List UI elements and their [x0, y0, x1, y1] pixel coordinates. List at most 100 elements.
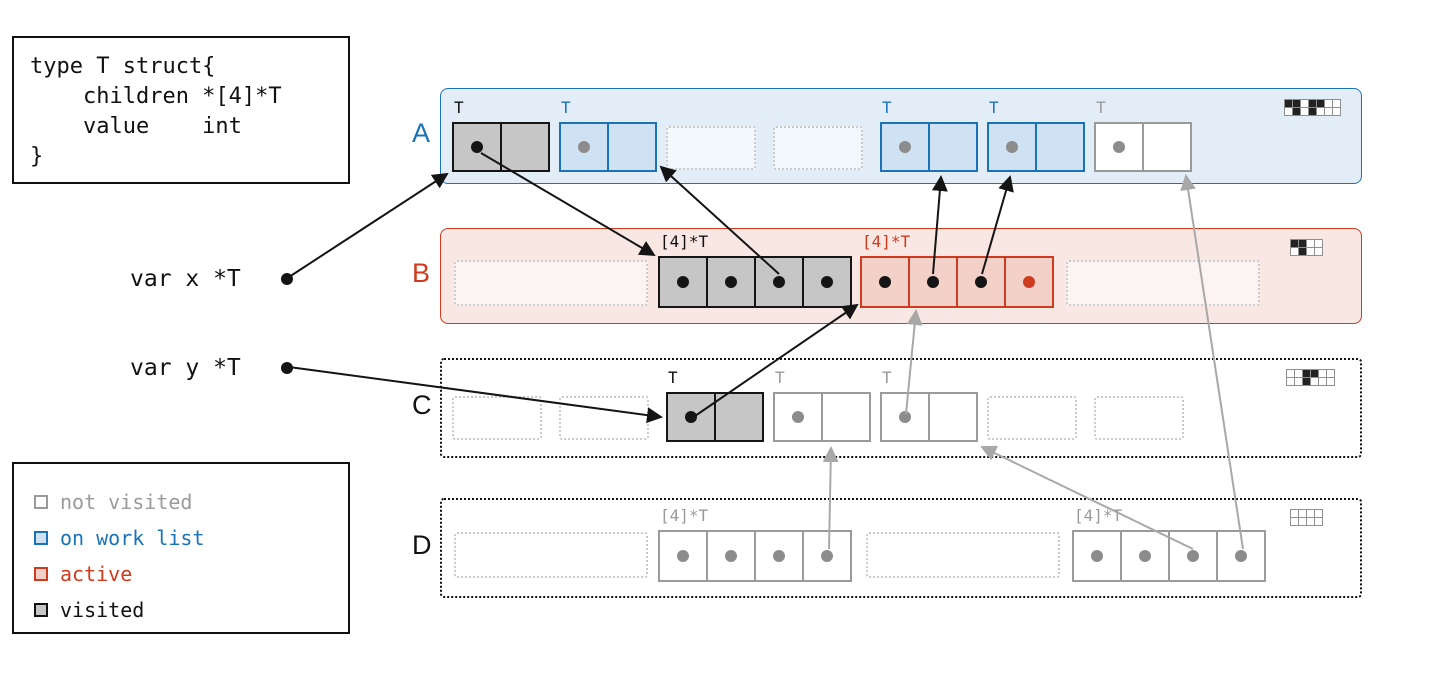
legend-item-active: active: [34, 556, 348, 592]
cell-type-label: [4]*T: [660, 506, 709, 525]
variable-label-var-y: var y *T: [130, 355, 241, 381]
cell-word: [1035, 122, 1085, 172]
pointer-dot: [773, 550, 785, 562]
code-line-2: value int: [30, 114, 242, 139]
cell-word: [821, 392, 871, 442]
bitmap-bit: [1326, 377, 1335, 386]
cell-type-label: T: [668, 368, 678, 387]
pointer-dot: [677, 550, 689, 562]
cell-type-label: T: [454, 98, 464, 117]
pointer-dot: [1235, 550, 1247, 562]
code-line-0: type T struct{: [30, 54, 216, 79]
type-definition-box: type T struct{ children *[4]*T value int…: [12, 36, 350, 184]
cell-word: [802, 256, 852, 308]
cell-type-label: [4]*T: [862, 232, 911, 251]
heap-cell-A-4: [880, 122, 978, 172]
pointer-dot: [725, 276, 737, 288]
cell-word: [754, 530, 804, 582]
empty-slot: [452, 396, 542, 440]
pointer-dot: [899, 411, 911, 423]
cell-word: [559, 122, 609, 172]
cell-word: [500, 122, 550, 172]
legend-label-visited: visited: [60, 598, 145, 622]
heap-bitmap-icon-B: [1290, 239, 1323, 256]
heap-cell-B-2: [860, 256, 1054, 308]
cell-word: [1094, 122, 1144, 172]
heap-cell-A-0: [452, 122, 550, 172]
pointer-dot: [1006, 141, 1018, 153]
heap-cell-D-1: [658, 530, 852, 582]
legend-item-visited: visited: [34, 592, 348, 628]
cell-word: [714, 392, 764, 442]
legend-swatch-visited: [34, 603, 48, 617]
pointer-dot: [821, 550, 833, 562]
cell-word: [1004, 256, 1054, 308]
heap-row-label-B: B: [412, 258, 431, 288]
pointer-dot: [773, 276, 785, 288]
cell-word: [987, 122, 1037, 172]
pointer-dot: [1023, 276, 1035, 288]
cell-type-label: T: [775, 368, 785, 387]
heap-cell-D-3: [1072, 530, 1266, 582]
legend-swatch-active: [34, 567, 48, 581]
cell-word: [1216, 530, 1266, 582]
cell-word: [452, 122, 502, 172]
pointer-dot: [899, 141, 911, 153]
heap-row-label-C: C: [412, 390, 432, 420]
cell-type-label: T: [989, 98, 999, 117]
empty-slot: [1066, 260, 1260, 306]
bitmap-bit: [1314, 247, 1323, 256]
empty-slot: [1094, 396, 1184, 440]
cell-word: [1168, 530, 1218, 582]
heap-cell-C-4: [880, 392, 978, 442]
legend-label-not-visited: not visited: [60, 490, 193, 514]
heap-row-label-D: D: [412, 530, 432, 560]
pointer-dot: [821, 276, 833, 288]
legend-item-on-work-list: on work list: [34, 520, 348, 556]
legend-label-on-work-list: on work list: [60, 526, 205, 550]
empty-slot: [987, 396, 1077, 440]
cell-word: [908, 256, 958, 308]
bitmap-row: [1286, 377, 1335, 386]
cell-type-label: [4]*T: [1074, 506, 1123, 525]
cell-word: [754, 256, 804, 308]
empty-slot: [866, 532, 1060, 578]
cell-word: [880, 392, 930, 442]
empty-slot: [454, 532, 648, 578]
heap-bitmap-icon-D: [1290, 509, 1323, 526]
cell-word: [773, 392, 823, 442]
legend-swatch-on-work-list: [34, 531, 48, 545]
pointer-dot: [685, 411, 697, 423]
heap-bitmap-icon-A: [1284, 99, 1341, 116]
heap-cell-C-2: [666, 392, 764, 442]
cell-word: [802, 530, 852, 582]
pointer-dot: [677, 276, 689, 288]
empty-slot: [454, 260, 648, 306]
bitmap-bit: [1314, 517, 1323, 526]
pointer-dot: [725, 550, 737, 562]
cell-word: [607, 122, 657, 172]
heap-cell-A-1: [559, 122, 657, 172]
variable-dot-var-x: [281, 273, 293, 285]
pointer-dot: [792, 411, 804, 423]
pointer-dot: [879, 276, 891, 288]
pointer-dot: [1187, 550, 1199, 562]
legend-item-not-visited: not visited: [34, 484, 348, 520]
heap-cell-A-5: [987, 122, 1085, 172]
variable-label-var-x: var x *T: [130, 266, 241, 292]
cell-word: [860, 256, 910, 308]
cell-word: [880, 122, 930, 172]
cell-type-label: T: [561, 98, 571, 117]
pointer-dot: [1139, 550, 1151, 562]
heap-cell-C-3: [773, 392, 871, 442]
cell-word: [1120, 530, 1170, 582]
cell-type-label: [4]*T: [660, 232, 709, 251]
bitmap-row: [1290, 247, 1323, 256]
bitmap-row: [1290, 517, 1323, 526]
bitmap-bit: [1332, 107, 1341, 116]
cell-word: [928, 122, 978, 172]
cell-word: [1142, 122, 1192, 172]
variable-dot-var-y: [281, 362, 293, 374]
pointer-dot: [578, 141, 590, 153]
